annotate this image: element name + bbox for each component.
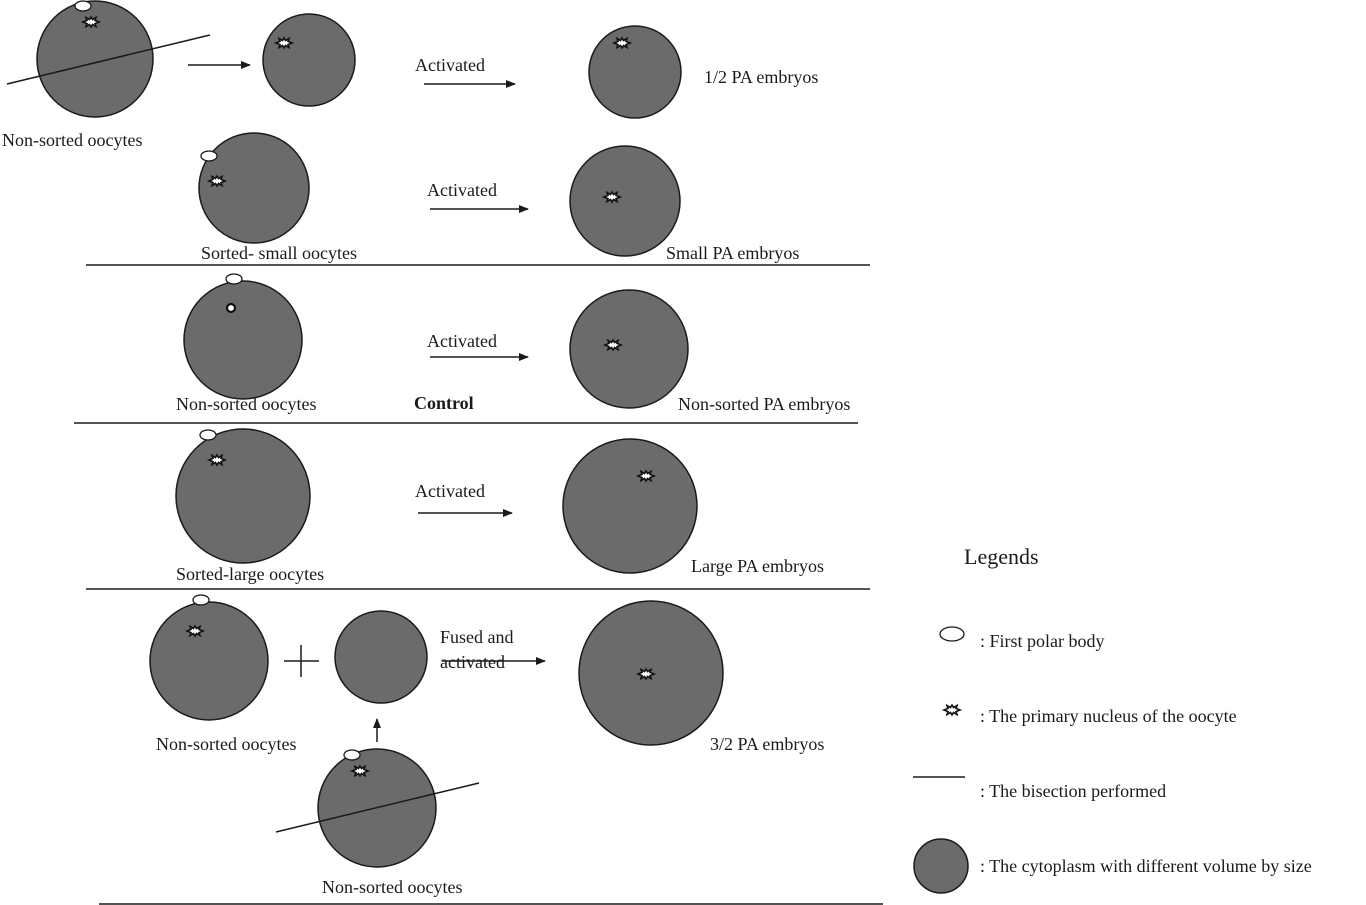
source-label: Non-sorted oocytes: [156, 734, 296, 754]
arrow-label: Activated: [415, 55, 485, 75]
large-pa-embryo: [562, 438, 698, 574]
nucleus-icon: [943, 704, 961, 716]
source-label: Non-sorted oocytes: [176, 394, 316, 414]
result-label: Small PA embryos: [666, 243, 799, 263]
source-label: Sorted-large oocytes: [176, 564, 324, 584]
polar-body: [199, 429, 217, 441]
polar-body: [225, 273, 243, 285]
control-oocyte: [183, 280, 303, 400]
result-label: 1/2 PA embryos: [704, 67, 818, 87]
result-label: Non-sorted PA embryos: [678, 394, 850, 414]
row-large-pa: Sorted-large oocytes Activated Large PA …: [86, 428, 870, 590]
legend-title: Legends: [964, 544, 1039, 569]
polar-body: [192, 594, 210, 606]
legend: Legends : First polar body : The primary…: [913, 544, 1312, 894]
polar-body-icon: [939, 626, 965, 642]
control-label: Control: [414, 393, 474, 413]
control-pa-embryo: [569, 289, 689, 409]
half-oocyte-fragment: [334, 610, 428, 704]
small-pa-embryo: [569, 145, 681, 257]
bisected-oocyte: [36, 0, 154, 118]
bisection-line: [275, 782, 480, 833]
row-small-pa: Sorted- small oocytes Activated Small PA…: [86, 132, 870, 266]
plus-sign: [284, 645, 319, 677]
row-three-half-pa: Non-sorted oocytes Non-sorted oocytes Fu…: [99, 594, 883, 905]
arrow-label-line1: Fused and: [440, 627, 514, 647]
donor-label: Non-sorted oocytes: [322, 877, 462, 897]
half-pa-embryo: [588, 25, 682, 119]
arrow-label: Activated: [415, 481, 485, 501]
large-oocyte: [175, 428, 311, 564]
cytoplasm-icon: [913, 838, 969, 894]
legend-item-polar-body: : First polar body: [980, 631, 1105, 651]
bisection-line: [6, 34, 211, 85]
polar-body: [74, 0, 92, 12]
polar-body: [200, 150, 218, 162]
legend-item-nucleus: : The primary nucleus of the oocyte: [980, 706, 1237, 726]
source-label: Sorted- small oocytes: [201, 243, 357, 263]
legend-item-bisection: : The bisection performed: [980, 781, 1166, 801]
result-label: Large PA embryos: [691, 556, 824, 576]
arrow-label: Activated: [427, 180, 497, 200]
arrow-label: Activated: [427, 331, 497, 351]
row-half-pa: Non-sorted oocytes Activated 1/2 PA embr…: [2, 0, 818, 150]
source-label: Non-sorted oocytes: [2, 130, 142, 150]
nucleus: [225, 302, 237, 314]
result-label: 3/2 PA embryos: [710, 734, 824, 754]
small-oocyte: [198, 132, 310, 244]
legend-item-cytoplasm: : The cytoplasm with different volume by…: [980, 856, 1312, 876]
recipient-oocyte: [149, 601, 269, 721]
arrow-label-line2: activated: [440, 652, 505, 672]
row-control: Non-sorted oocytes Activated Control Non…: [74, 273, 858, 424]
half-oocyte: [262, 13, 356, 107]
polar-body: [343, 749, 361, 761]
